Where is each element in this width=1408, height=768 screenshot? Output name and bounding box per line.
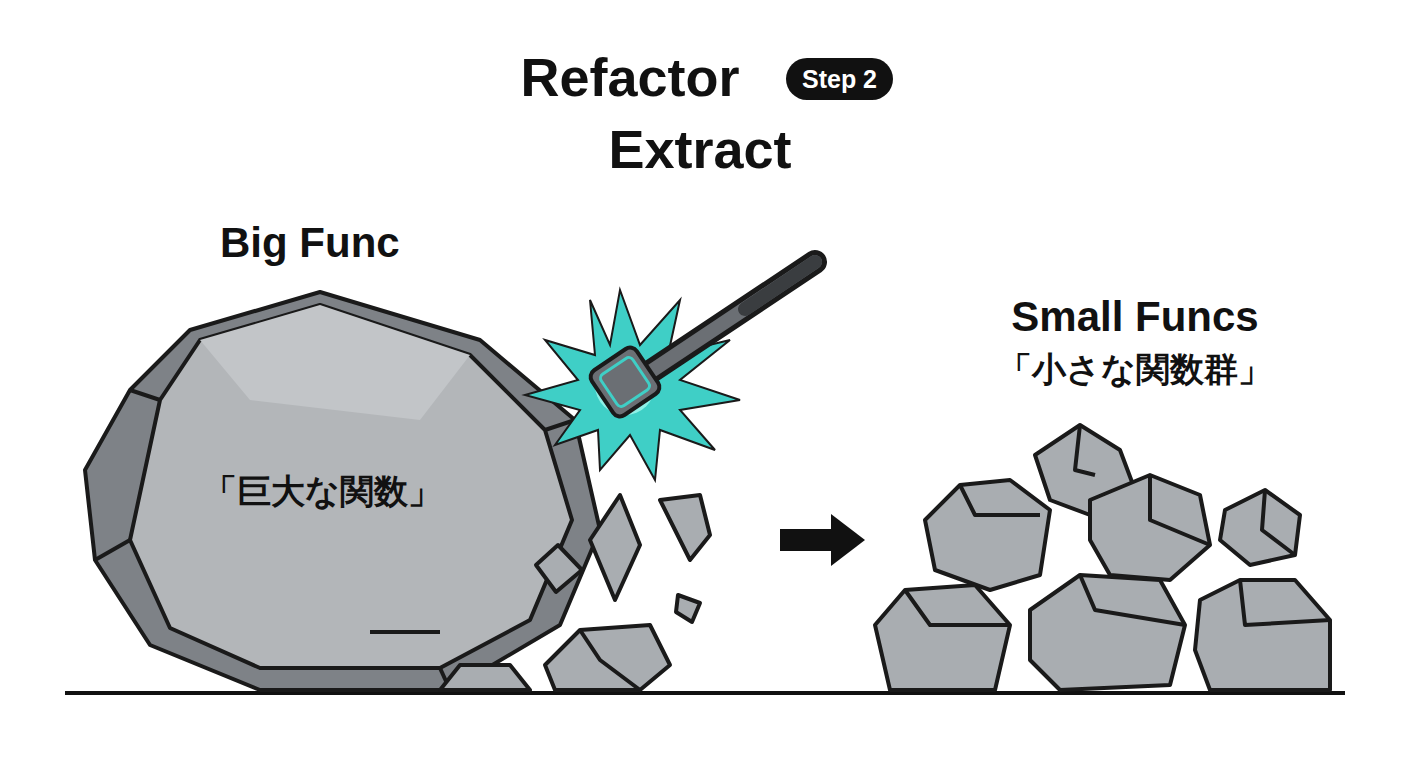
rock-heading: Big Func: [220, 219, 400, 267]
pile-label: 「小さな関数群」: [865, 347, 1405, 393]
ground-line: [65, 691, 1345, 695]
flow-arrow: [780, 514, 865, 566]
big-function-rock: Big Func 「巨大な関数」: [80, 205, 780, 695]
shape-art: [865, 285, 1345, 695]
shape-art: [80, 205, 780, 695]
step-badge: Step 2: [786, 58, 893, 100]
small-functions-pile: Small Funcs「小さな関数群」: [865, 285, 1345, 695]
pile-heading: Small Funcs: [865, 293, 1405, 341]
subtitle: Extract: [450, 118, 950, 180]
rock-label: 「巨大な関数」: [162, 469, 482, 515]
